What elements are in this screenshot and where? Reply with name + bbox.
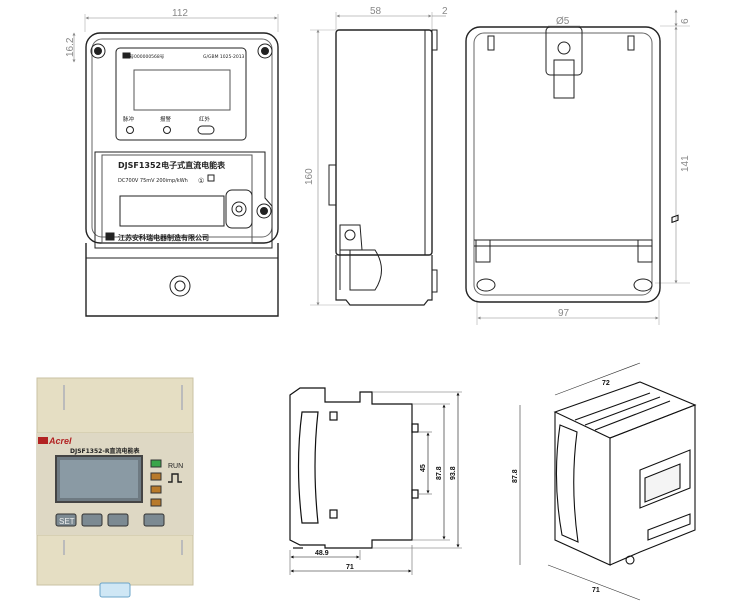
iso-height-dim: 87.8 <box>512 469 519 483</box>
indicator-alarm-label: 报警 <box>160 115 172 123</box>
front-width-dim: 112 <box>172 8 188 19</box>
iso-bottom-dim: 71 <box>592 587 600 594</box>
din-side-h1: 45 <box>420 464 427 472</box>
side-depth-dim: 58 <box>370 6 382 17</box>
back-height-dim: 141 <box>680 155 691 172</box>
din-meter-front <box>36 377 194 598</box>
product-title: DJSF1352电子式直流电能表 <box>118 160 226 170</box>
front-height-dim: 160 <box>304 168 315 185</box>
meter-front-view: 112 16.2 160 <box>65 8 315 317</box>
back-top-dim: 6 <box>680 18 691 24</box>
din-side-w2: 71 <box>346 564 354 571</box>
back-hole-dim: Ø5 <box>556 16 570 27</box>
class-mark: ① <box>198 177 204 185</box>
din-isometric-view <box>519 214 697 601</box>
meter-back-view <box>465 9 690 325</box>
indicator-pulse-label: 脉冲 <box>123 115 135 123</box>
din-side-h2: 87.8 <box>436 466 443 480</box>
din-set-button: SET <box>59 517 75 526</box>
din-side-view <box>289 387 462 575</box>
manufacturer-text: 江苏安科瑞电器制造有限公司 <box>118 233 209 242</box>
serial-right-text: G/GBM 1025-2013 <box>203 54 245 60</box>
spec-line: DC700V 75mV 200imp/kWh <box>118 178 188 184</box>
din-brand: Acrel <box>48 436 72 446</box>
meter-side-view <box>310 12 446 306</box>
side-extra-dim: 2 <box>442 6 448 17</box>
din-model: DJSF1352-R直流电能表 <box>70 447 140 455</box>
back-width-dim: 97 <box>558 308 570 319</box>
din-side-h3: 93.8 <box>450 466 457 480</box>
serial-left-text: 表号000000568号 <box>125 53 165 60</box>
iso-top-dim: 72 <box>602 380 610 387</box>
front-top-dim: 16.2 <box>65 37 76 57</box>
din-side-w1: 48.9 <box>315 550 329 557</box>
din-run-label: RUN <box>168 463 183 470</box>
indicator-ir-label: 红外 <box>199 115 211 123</box>
